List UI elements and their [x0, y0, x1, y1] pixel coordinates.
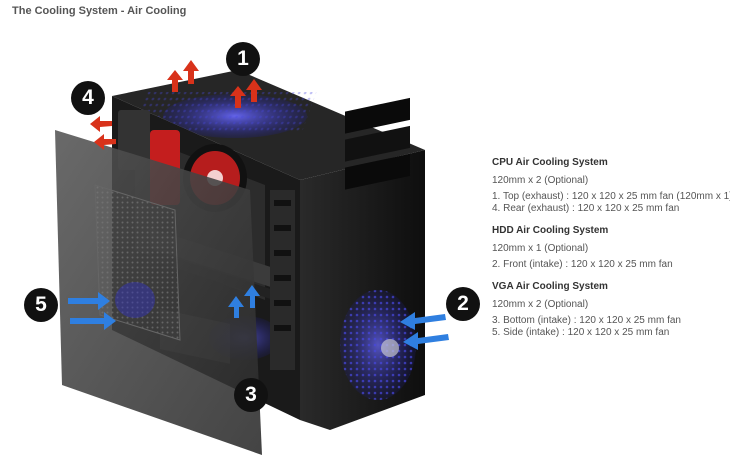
- section-summary: 120mm x 2 (Optional): [492, 175, 589, 186]
- page-title: The Cooling System - Air Cooling: [12, 5, 187, 17]
- spec-item: 1. Top (exhaust) : 120 x 120 x 25 mm fan…: [492, 191, 730, 202]
- hdd-cooling-section: HDD Air Cooling System 120mm x 1 (Option…: [492, 225, 724, 271]
- side-intake-arrows: [68, 292, 116, 330]
- side-panel-mesh: [95, 185, 180, 340]
- section-summary: 120mm x 2 (Optional): [492, 299, 589, 310]
- callout-5-side-intake: 5: [24, 288, 58, 322]
- spec-item: 4. Rear (exhaust) : 120 x 120 x 25 mm fa…: [492, 203, 680, 214]
- case-drawing: [55, 60, 449, 455]
- section-summary: 120mm x 1 (Optional): [492, 243, 589, 254]
- section-title: HDD Air Cooling System: [492, 225, 609, 236]
- section-title: VGA Air Cooling System: [492, 281, 608, 292]
- front-intake-arrows: [400, 312, 449, 350]
- spec-item: 2. Front (intake) : 120 x 120 x 25 mm fa…: [492, 259, 673, 270]
- spec-item: 3. Bottom (intake) : 120 x 120 x 25 mm f…: [492, 315, 681, 326]
- top-exhaust-arrows: [167, 60, 262, 108]
- cooling-spec-panel: CPU Air Cooling System 120mm x 2 (Option…: [492, 157, 730, 349]
- callout-4-rear-exhaust: 4: [71, 81, 105, 115]
- side-fan-glow: [115, 282, 155, 318]
- bottom-intake-arrows: [228, 285, 260, 318]
- section-title: CPU Air Cooling System: [492, 157, 608, 168]
- spec-item: 5. Side (intake) : 120 x 120 x 25 mm fan: [492, 327, 670, 338]
- rear-exhaust-arrows: [90, 116, 116, 150]
- callout-3-bottom-intake: 3: [234, 378, 268, 412]
- vga-cooling-section: VGA Air Cooling System 120mm x 2 (Option…: [492, 281, 724, 339]
- callout-1-top-exhaust: 1: [226, 42, 260, 76]
- pc-case-illustration: 1 2 3 4 5: [24, 42, 480, 455]
- cpu-cooling-section: CPU Air Cooling System 120mm x 2 (Option…: [492, 157, 730, 215]
- callout-2-front-intake: 2: [446, 287, 480, 321]
